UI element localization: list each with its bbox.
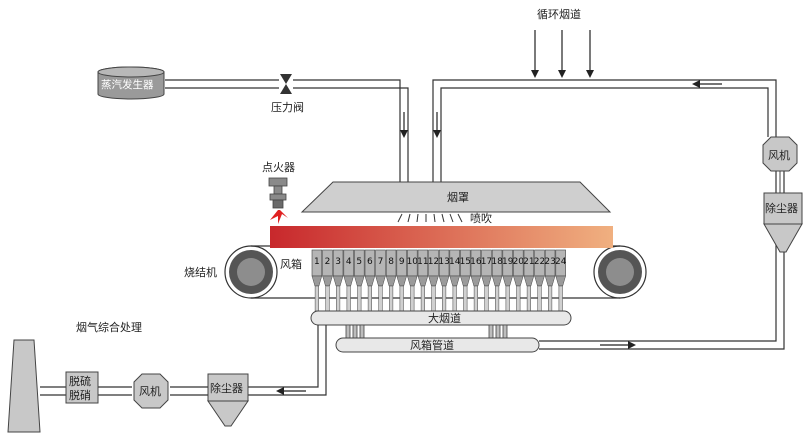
wind-box-number: 11 [417,257,428,267]
steam-generator-label: 蒸汽发生器 [101,78,154,91]
wind-box-number: 4 [346,257,352,267]
wind-box: 16 [470,249,482,312]
wind-box: 6 [364,249,376,312]
wind-box-number: 14 [449,257,461,267]
right-dust-collector: 除尘器 [763,192,803,253]
wind-box: 13 [438,249,450,312]
circulation-inlet-arrows [531,30,594,78]
right-dust-label: 除尘器 [765,201,798,215]
wind-box: 8 [385,249,397,312]
hood: 烟罩 [300,181,612,213]
right-drum [598,250,642,294]
wind-box: 20 [513,249,525,312]
wind-box: 14 [449,249,461,312]
flame-icon [270,210,288,224]
wind-box-number: 2 [325,257,331,267]
wind-box: 15 [460,249,471,312]
outlet-pipe [248,325,327,396]
wind-box-number: 24 [555,257,567,267]
circulation-duct-label: 循环烟道 [537,7,581,21]
wind-box: 21 [523,249,535,312]
desulf-label: 脱硫 [69,374,91,388]
wind-box-number: 19 [502,257,514,267]
pressure-valve-icon [279,74,293,94]
sinter-bed [270,226,613,248]
igniter-icon [268,177,288,209]
wind-box: 24 [555,249,567,312]
wind-box: 17 [481,249,492,312]
wind-box: 7 [375,249,386,312]
spray-label: 喷吹 [470,212,492,225]
wind-box-number: 20 [513,257,525,267]
left-dust-label: 除尘器 [210,381,243,395]
right-fan-label: 风机 [768,148,790,162]
wind-box-number: 7 [378,257,384,267]
wind-box: 1 [311,249,323,312]
wind-box-number: 12 [428,257,439,267]
wind-box-number: 23 [544,257,555,267]
steam-generator: 蒸汽发生器 [97,66,165,100]
left-dust-collector: 除尘器 [207,373,249,427]
wind-box-number: 3 [335,257,341,267]
flue-connectors [345,324,508,339]
wind-box: 5 [354,249,365,312]
wind-box-number: 5 [356,257,362,267]
wind-box-number: 1 [314,257,320,267]
wind-box-number: 17 [481,257,492,267]
wind-box-pipe-label: 风箱管道 [410,338,454,352]
desulf-denitr-unit: 脱硫 脱硝 [65,371,99,404]
wind-box-number: 21 [523,257,534,267]
left-fan-label: 风机 [139,384,161,398]
wind-box: 9 [396,249,407,312]
steam-pipe [165,79,441,183]
treatment-pipe [40,386,208,396]
wind-box: 18 [491,249,503,312]
left-drum [229,250,273,294]
hood-label: 烟罩 [447,190,469,204]
flue-gas-treatment-label: 烟气综合处理 [76,320,142,334]
main-flue [310,310,572,326]
wind-box-number: 16 [470,257,482,267]
wind-box-number: 15 [460,257,471,267]
spray-lines [397,213,463,223]
wind-box: 3 [332,249,344,312]
wind-box: 2 [322,249,333,312]
wind-box-number: 6 [367,257,373,267]
wind-box: 4 [343,249,354,312]
sintering-machine-label: 烧结机 [184,265,217,279]
wind-box-number: 13 [438,257,449,267]
wind-box: 23 [544,249,556,312]
wind-box: 10 [407,249,419,312]
wind-box: 19 [502,249,514,312]
right-fan: 风机 [762,136,798,172]
wind-box-number: 18 [491,257,503,267]
main-flue-label: 大烟道 [428,311,461,325]
wind-box-number: 10 [407,257,419,267]
wind-box-number: 22 [534,257,545,267]
denitr-label: 脱硝 [69,388,91,402]
igniter-label: 点火器 [262,161,295,174]
wind-box: 12 [428,249,439,312]
wind-box: 11 [417,249,429,312]
return-pipe [539,252,785,350]
pressure-valve-label: 压力阀 [271,100,304,114]
wind-box-pipe [335,337,540,353]
wind-box-number: 9 [399,257,405,267]
chimney [7,339,41,433]
wind-box-label: 风箱 [280,257,302,271]
wind-box-number: 8 [388,257,394,267]
circulation-duct [432,79,777,183]
left-fan: 风机 [133,373,169,409]
